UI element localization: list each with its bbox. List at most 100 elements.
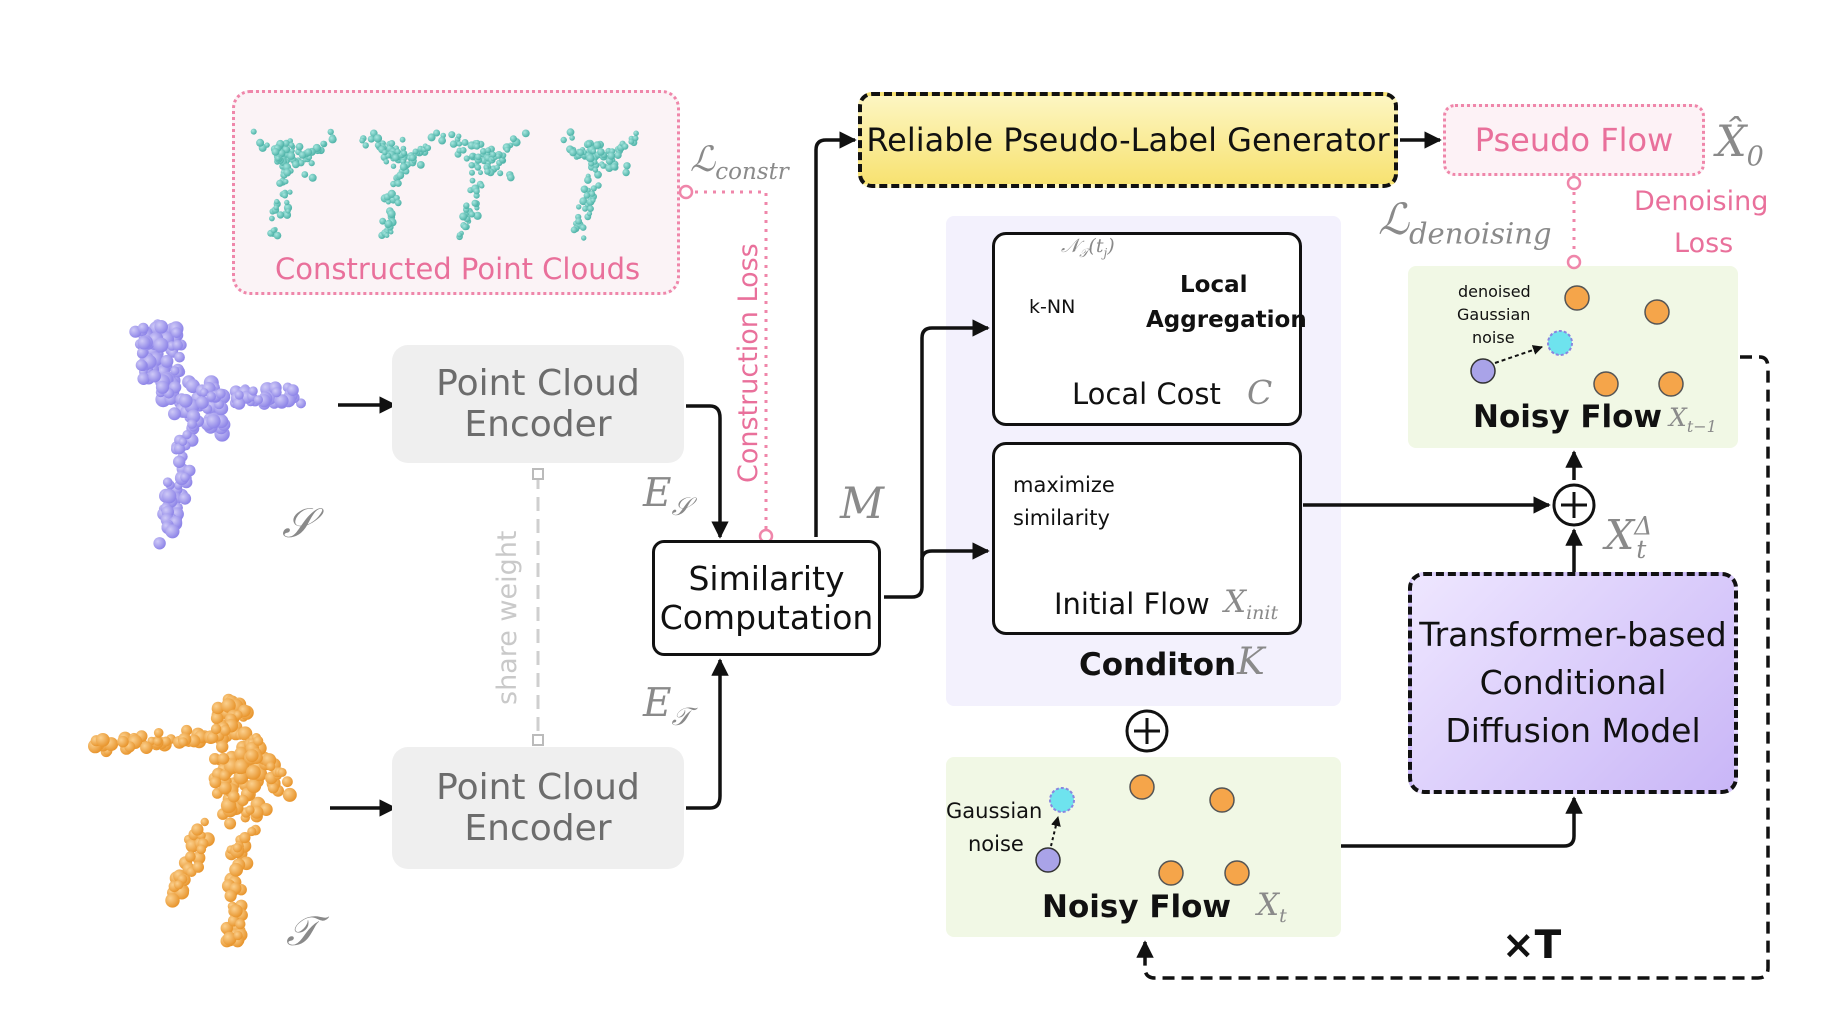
cloud-point xyxy=(301,171,309,178)
cloud-point xyxy=(196,844,207,855)
diffusion-line1: Transformer-based xyxy=(1419,615,1727,655)
cloud-point xyxy=(469,177,476,184)
cloud-point xyxy=(497,170,504,177)
cloud-point xyxy=(385,199,391,205)
cloud-point xyxy=(308,173,317,182)
cloud-point xyxy=(199,388,209,397)
cloud-point xyxy=(165,524,180,539)
math-c: C xyxy=(1247,373,1273,412)
cloud-point xyxy=(597,148,605,156)
cloud-point xyxy=(140,741,153,754)
cloud-point xyxy=(395,148,401,155)
cloud-point xyxy=(473,192,480,199)
cloud-point xyxy=(224,817,237,830)
construction-loss-label: Construction Loss xyxy=(733,243,764,483)
similarity-label: similarity xyxy=(1013,506,1110,530)
cloud-point xyxy=(178,393,193,408)
cloud-point xyxy=(250,128,257,135)
cloud-point xyxy=(191,823,204,836)
cloud-point xyxy=(137,347,148,359)
cloud-point xyxy=(233,397,246,410)
cloud-point xyxy=(161,736,171,747)
math-l-denoising: ℒdenoising xyxy=(1378,195,1552,251)
condition-caption: Conditon xyxy=(1079,647,1237,683)
cloud-point xyxy=(304,148,313,156)
cloud-point xyxy=(580,185,588,193)
cloud-point xyxy=(137,372,150,385)
pseudo-flow-label: Pseudo Flow xyxy=(1474,121,1674,159)
cloud-point xyxy=(579,224,587,231)
point-cloud-encoder-source: Point Cloud Encoder xyxy=(392,345,684,463)
cloud-point xyxy=(273,231,282,240)
cloud-point xyxy=(148,369,162,383)
denoising-loss-line1: Denoising xyxy=(1634,186,1769,217)
cloud-point xyxy=(283,179,289,185)
cloud-point xyxy=(494,164,501,171)
math-x-t: Xt xyxy=(1257,887,1287,928)
gaussian-noise-line2: noise xyxy=(968,832,1024,856)
cloud-point xyxy=(473,211,482,220)
math-x-delta: XΔt xyxy=(1605,511,1653,565)
cloud-point xyxy=(485,147,492,154)
cloud-point xyxy=(221,698,236,713)
cloud-point xyxy=(135,359,148,371)
cloud-point xyxy=(245,805,255,815)
cloud-point xyxy=(227,790,240,803)
cloud-point xyxy=(412,148,419,155)
cloud-point xyxy=(162,489,177,504)
cloud-point xyxy=(206,414,221,429)
noisy-flow-bottom-nodes xyxy=(1035,774,1250,886)
cloud-point xyxy=(174,443,185,455)
cloud-point xyxy=(400,145,407,152)
cloud-point xyxy=(566,128,575,137)
constructed-point-clouds xyxy=(250,128,639,241)
cloud-point xyxy=(287,384,299,396)
cloud-point xyxy=(168,407,181,421)
cloud-point xyxy=(264,142,270,148)
cloud-point xyxy=(632,135,639,142)
cloud-point xyxy=(206,391,216,402)
cloud-point xyxy=(222,931,237,946)
cloud-point xyxy=(292,160,300,169)
encoder-s-line1: Point Cloud xyxy=(436,363,640,404)
cloud-point xyxy=(266,761,276,771)
cloud-point xyxy=(448,131,456,139)
cloud-point xyxy=(137,322,149,334)
cloud-point xyxy=(399,163,408,171)
cloud-point xyxy=(384,219,393,228)
cloud-point xyxy=(277,767,287,777)
cloud-point xyxy=(271,148,280,156)
cloud-point xyxy=(245,749,259,763)
similarity-computation-box: Similarity Computation xyxy=(652,540,881,656)
cloud-point xyxy=(200,817,209,827)
cloud-point xyxy=(276,179,284,187)
cloud-point xyxy=(281,192,288,199)
cloud-point xyxy=(633,130,639,137)
cloud-point xyxy=(282,139,290,147)
cloud-point xyxy=(275,394,289,408)
cloud-point xyxy=(234,759,249,775)
maximize-label: maximize xyxy=(1013,473,1115,497)
cloud-point xyxy=(216,740,229,753)
cloud-point xyxy=(232,843,242,853)
cloud-point xyxy=(210,723,222,735)
cloud-point xyxy=(288,142,295,148)
cloud-point xyxy=(178,437,188,446)
cloud-point xyxy=(409,154,416,162)
cloud-point xyxy=(233,930,243,941)
cloud-point xyxy=(456,133,462,139)
cloud-point xyxy=(178,492,192,505)
cloud-point xyxy=(165,893,180,908)
cloud-point xyxy=(174,351,185,363)
cloud-point xyxy=(509,135,517,143)
times-t-label: ×T xyxy=(1502,923,1562,968)
cloud-point xyxy=(569,135,575,141)
cloud-point xyxy=(390,163,397,169)
cloud-point xyxy=(479,183,485,189)
cloud-point xyxy=(585,141,593,148)
cloud-point xyxy=(394,199,402,207)
cloud-point xyxy=(461,139,469,146)
cloud-point xyxy=(468,162,475,169)
cloud-point xyxy=(600,163,606,169)
